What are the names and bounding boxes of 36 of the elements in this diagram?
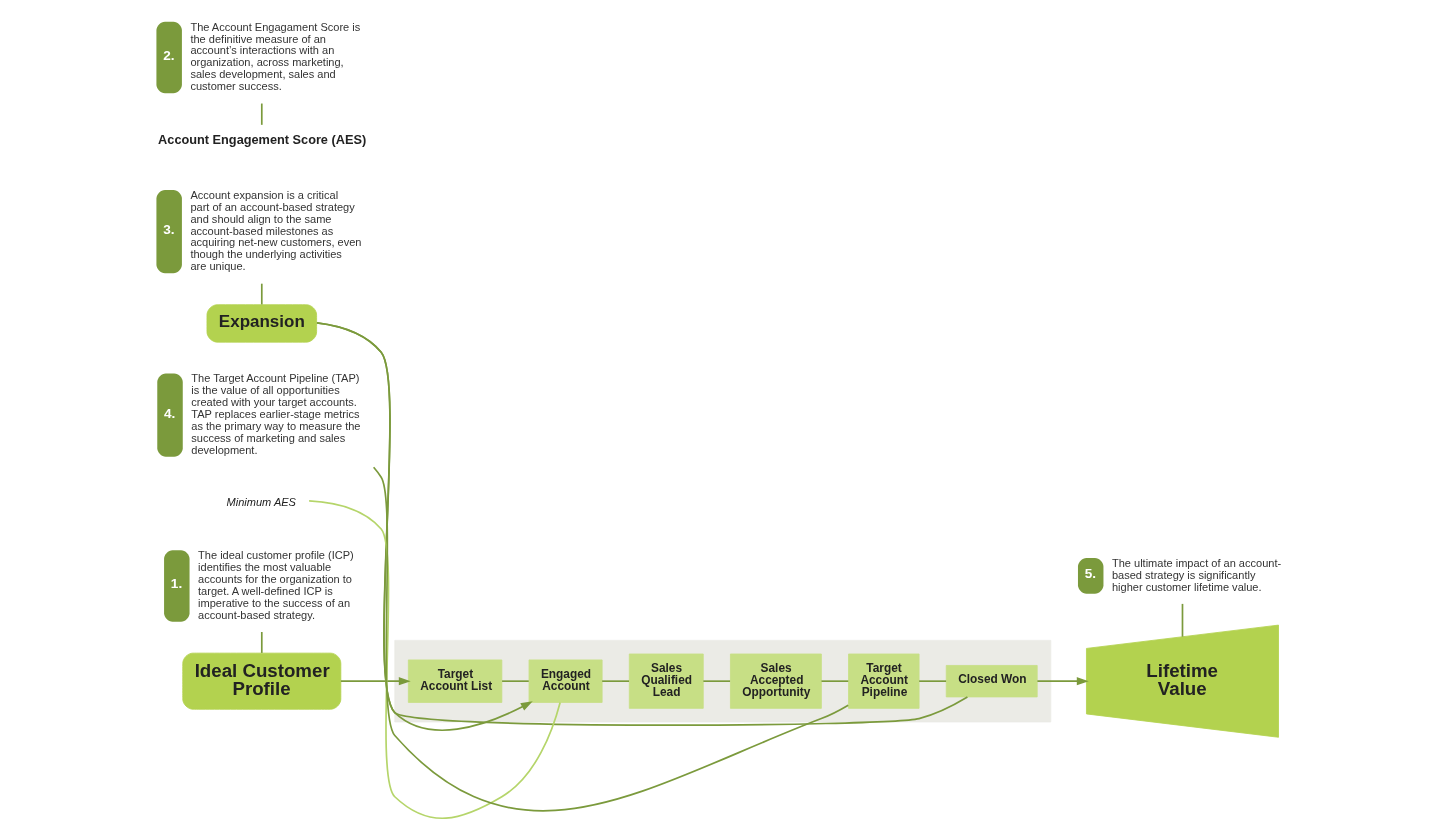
node-box: Lifetime Value [1085, 624, 1279, 738]
node-label: Account expansion is a critical part of an account-based strategy and should align to the same account-based milestones as acquiring net-new customers, even though the underlying activities are unique. [189, 188, 361, 273]
node-box: Sales Qualified Lead [628, 653, 704, 709]
connector [820, 680, 849, 683]
node-box: Ideal Customer Profile [181, 652, 341, 710]
node-box: 2. [155, 21, 182, 94]
node-box: 3. [155, 190, 182, 274]
node-text: Minimum AES [226, 495, 296, 508]
node-label: The Target Account Pipeline (TAP) is the value of all opportunities created with your target accounts. TAP replaces earlier-stage metrics as the primary way to measure the success of marketing and sales development. [190, 372, 360, 456]
node-label: The ultimate impact of an account-based strategy is significantly higher customer lifetime value. [1111, 556, 1281, 593]
connector [260, 102, 263, 126]
node-box: 5. [1077, 557, 1103, 594]
node-box: Target Account Pipeline [847, 653, 919, 709]
node-box: Sales Accepted Opportunity [729, 653, 822, 709]
node-box: Expansion [206, 304, 317, 343]
connector [307, 500, 561, 819]
connector [600, 680, 630, 683]
node-box: Closed Won [945, 665, 1038, 698]
connector [372, 466, 849, 812]
node-text: Account Engagement Score (AES) [157, 131, 366, 147]
connector [260, 631, 263, 654]
arrow [315, 322, 533, 731]
arrow [1036, 677, 1089, 686]
node-box: Engaged Account [528, 659, 603, 703]
connector [500, 680, 530, 683]
connector [1181, 603, 1183, 638]
node-label: The ideal customer profile (ICP) identifies the most valuable accounts for the organization to target. A well-defined ICP is imperative to the success of an account-based strategy. [197, 549, 354, 621]
cluster [393, 639, 1051, 723]
connector [917, 680, 947, 683]
node-box: 1. [163, 550, 190, 622]
connector [260, 282, 263, 306]
node-box: 4. [156, 373, 183, 457]
arrow [339, 677, 411, 686]
node-box: Target Account List [407, 659, 502, 703]
node-label: The Account Engagament Score is the definitive measure of an account’s interactions with an organization, across marketing, sales development, sales and customer success. [189, 20, 360, 93]
connector [702, 680, 731, 683]
